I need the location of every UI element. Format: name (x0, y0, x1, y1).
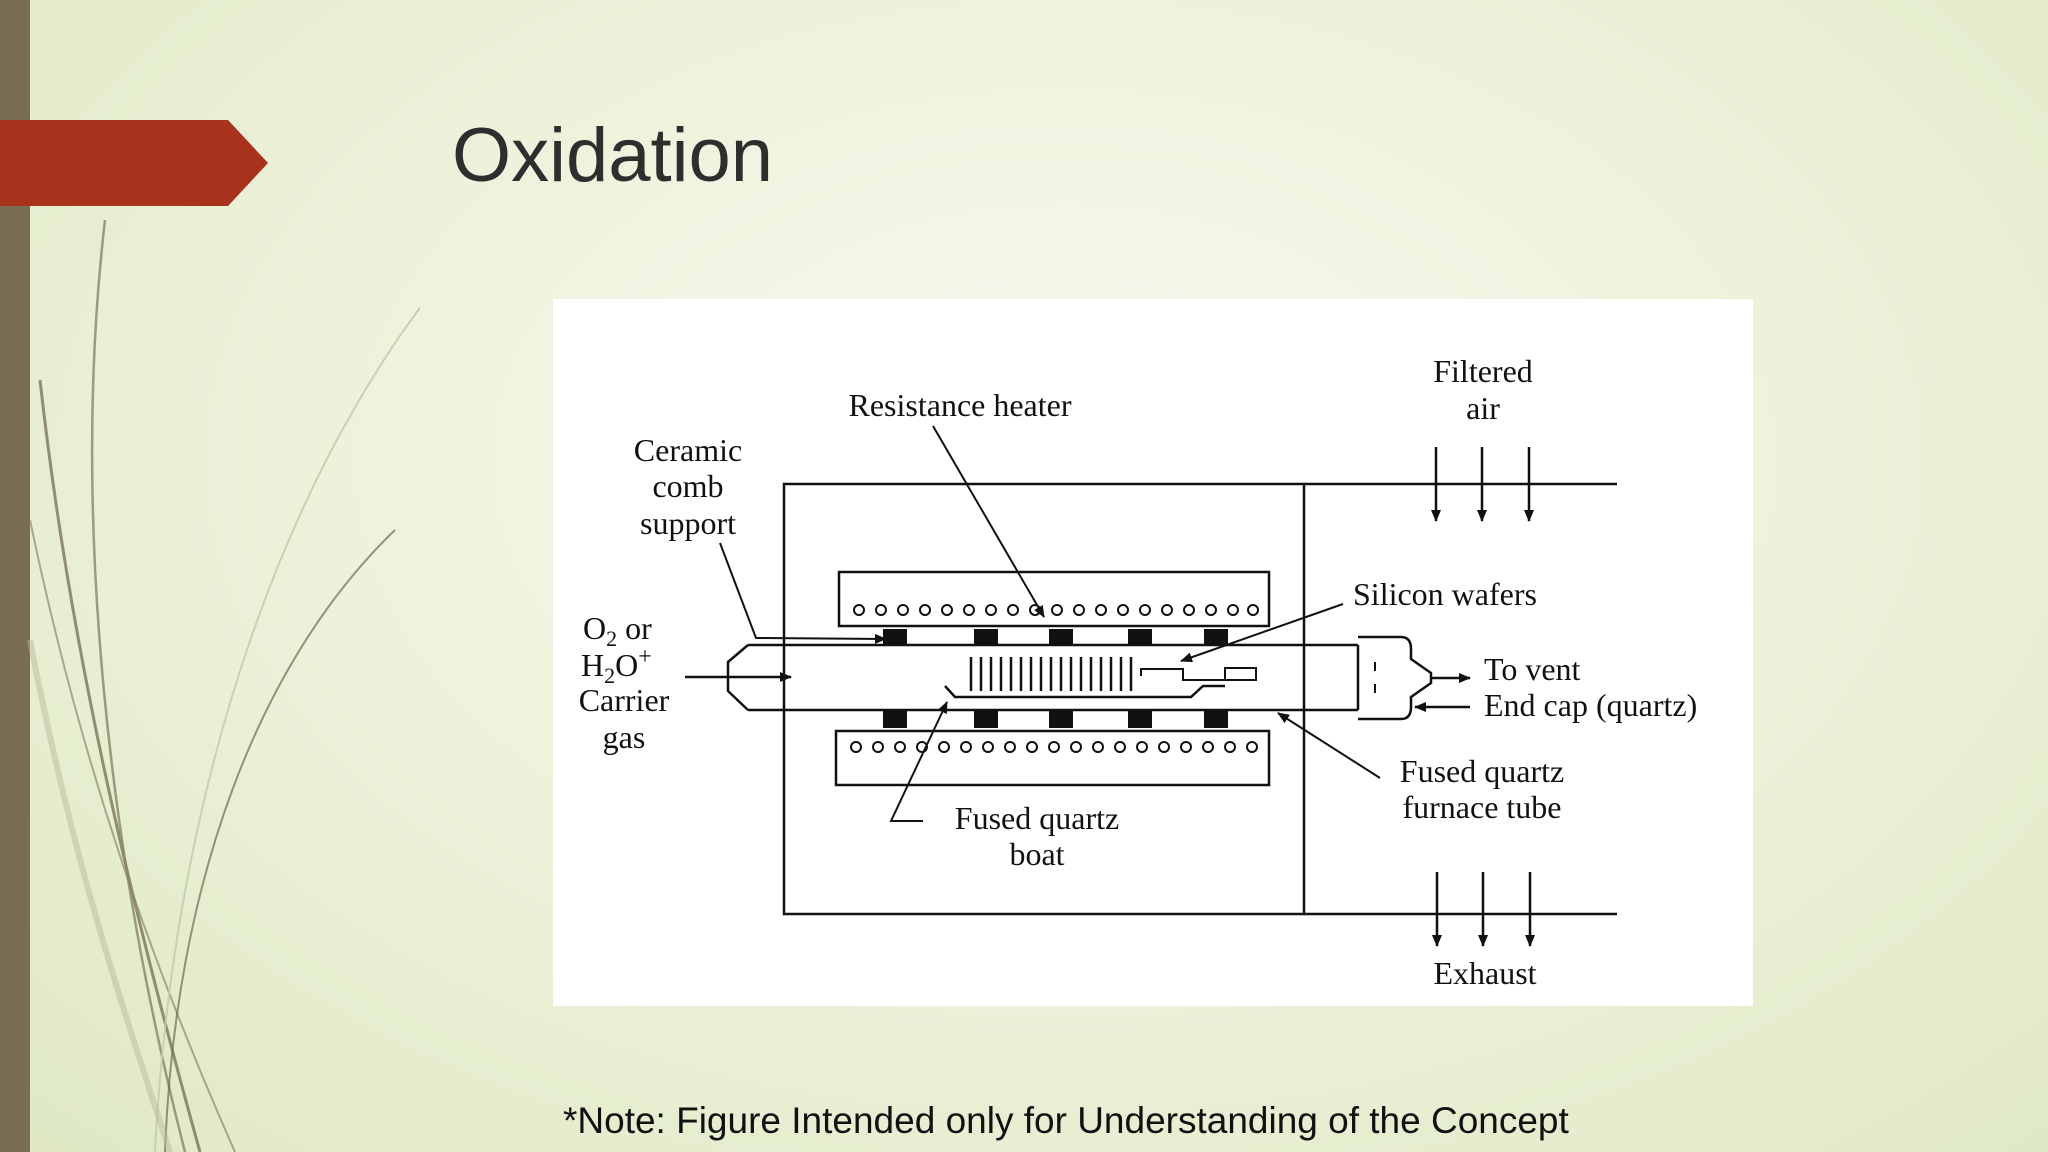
label-filtered: Filtered (1433, 353, 1533, 389)
fused-quartz-furnace-tube (726, 643, 1360, 712)
label-gas-o2: O2 or (583, 610, 652, 651)
label-carrier: Carrier (579, 682, 670, 718)
oxidation-furnace-diagram: Resistance heater Filtered air Ceramic c… (553, 299, 1753, 1006)
label-fused-quartz-boat-2: boat (1009, 836, 1064, 872)
filtered-air-arrows (1431, 447, 1534, 522)
label-support: support (640, 505, 736, 541)
label-fused-quartz-tube-2: furnace tube (1402, 789, 1561, 825)
resistance-heater-top (837, 570, 1271, 628)
furnace-enclosure (782, 482, 1617, 916)
silicon-wafers (969, 657, 1133, 691)
label-gas: gas (603, 719, 646, 755)
label-fused-quartz-tube-1: Fused quartz (1400, 753, 1564, 789)
label-fused-quartz-boat-1: Fused quartz (955, 800, 1119, 836)
label-resistance-heater: Resistance heater (849, 387, 1072, 423)
label-ceramic: Ceramic (634, 432, 742, 468)
label-silicon-wafers: Silicon wafers (1353, 576, 1537, 612)
leader-lines (719, 425, 1381, 822)
resistance-heater-bottom (834, 729, 1271, 787)
exhaust-arrows (1432, 872, 1535, 947)
title-arrow-marker (0, 120, 268, 206)
label-gas-h2o: H2O+ (581, 644, 652, 688)
decorative-grass (27, 219, 420, 1152)
label-end-cap: End cap (quartz) (1484, 687, 1697, 723)
label-air: air (1466, 390, 1500, 426)
label-comb: comb (652, 468, 723, 504)
figure-note: *Note: Figure Intended only for Understa… (563, 1100, 1569, 1141)
label-to-vent: To vent (1484, 651, 1581, 687)
wafer-holder (1140, 667, 1257, 681)
label-exhaust: Exhaust (1433, 955, 1536, 991)
page-title: Oxidation (452, 113, 774, 198)
fused-quartz-boat (944, 684, 1225, 699)
ceramic-comb-supports (883, 629, 1228, 728)
